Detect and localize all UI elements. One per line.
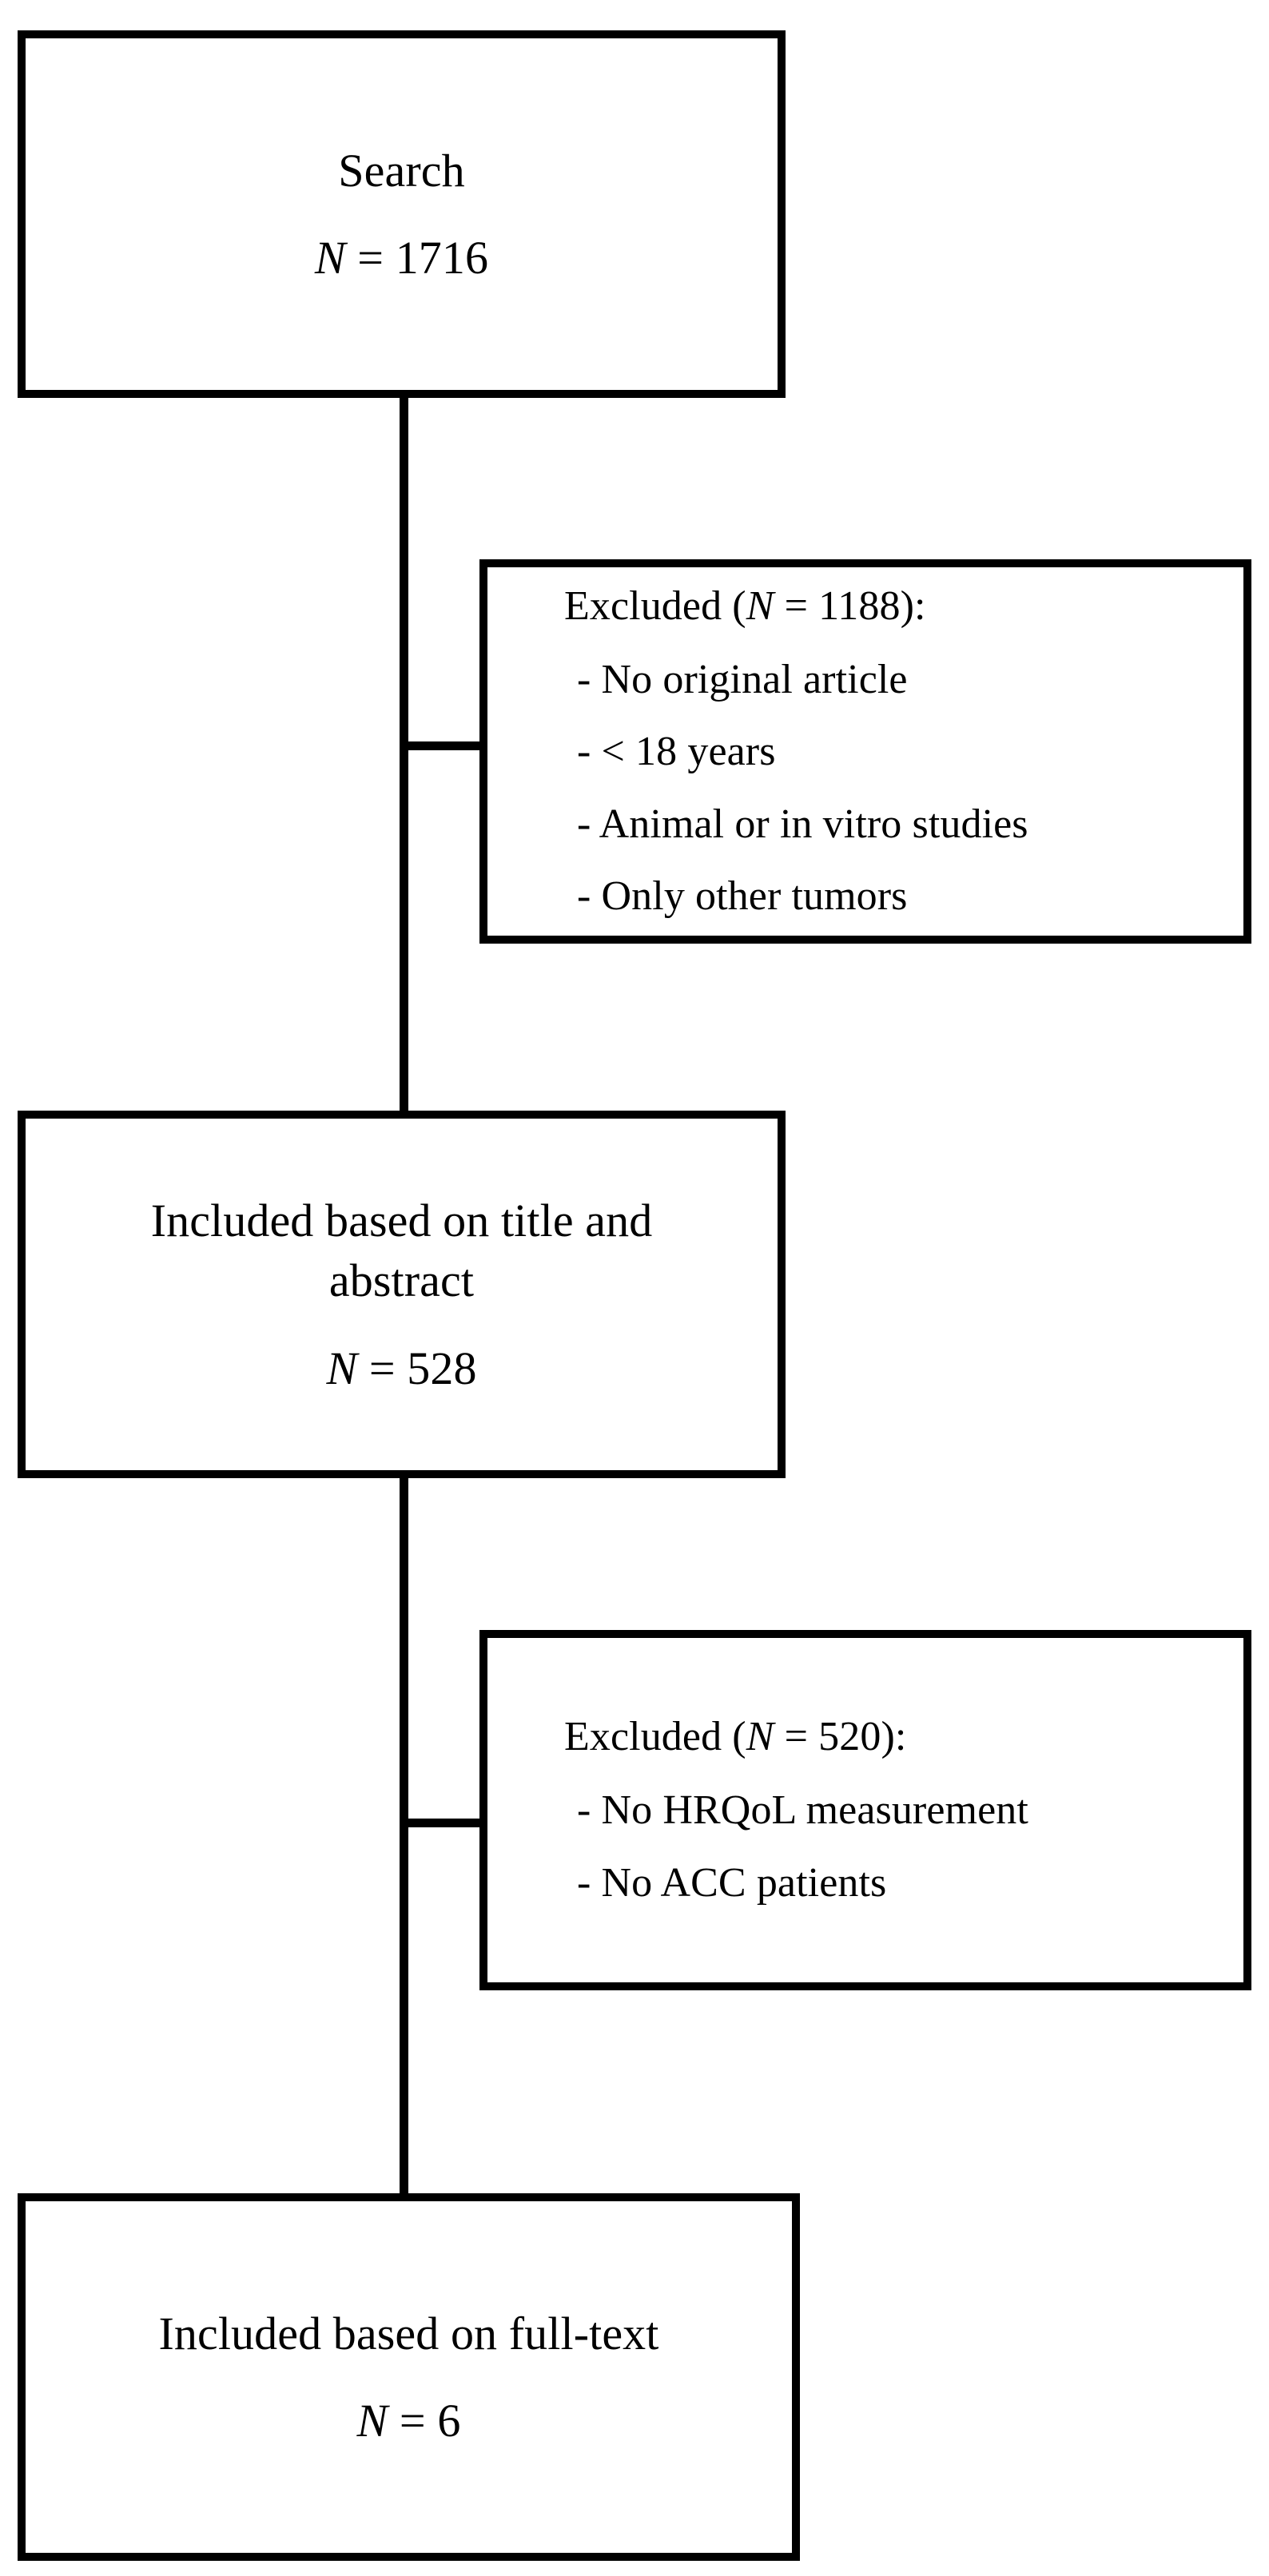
node-excluded-1188-heading-value: 1188: [818, 582, 901, 629]
node-included-abstract-count-value: 528: [407, 1342, 477, 1394]
node-included-fulltext-count-separator: =: [388, 2395, 438, 2447]
node-excluded-1188-reason: - Only other tumors: [577, 873, 908, 920]
node-search-count-separator: =: [345, 232, 396, 284]
node-excluded-520-reason: - No ACC patients: [577, 1859, 887, 1906]
node-included-full-text: Included based on full-text N = 6: [18, 2193, 800, 2561]
node-search-title: Search: [338, 144, 465, 197]
node-excluded-1188-heading: Excluded (N = 1188):: [564, 582, 1028, 631]
node-excluded-520-heading-separator: =: [774, 1713, 819, 1759]
node-excluded-1188-reason: - Animal or in vitro studies: [577, 801, 1028, 847]
node-included-abstract-title-line1: Included based on title and: [150, 1194, 653, 1246]
node-included-abstract-count-separator: =: [357, 1342, 408, 1394]
node-excluded-520-reason: - No HRQoL measurement: [577, 1787, 1028, 1834]
node-excluded-520-heading-symbol: N: [746, 1713, 774, 1759]
node-excluded-520-heading: Excluded (N = 520):: [564, 1712, 1028, 1762]
connector-included-abstract-to-included-fulltext: [400, 1478, 408, 2200]
node-excluded-520-heading-prefix: Excluded (: [564, 1713, 746, 1759]
node-excluded-1188-reason: - No original article: [577, 656, 908, 702]
node-excluded-1188-reason: - < 18 years: [577, 729, 776, 775]
node-included-title-abstract: Included based on title and abstract N =…: [18, 1111, 786, 1478]
connector-search-to-included-abstract: [400, 398, 408, 1117]
node-excluded-1188-body: Excluded (N = 1188): - No original artic…: [487, 582, 1044, 922]
node-included-fulltext-title: Included based on full-text: [158, 2307, 659, 2359]
node-search: Search N = 1716: [18, 30, 786, 398]
node-search-count: N = 1716: [26, 228, 778, 288]
node-excluded-520-heading-value: 520: [818, 1713, 881, 1759]
node-excluded-1188-heading-prefix: Excluded (: [564, 582, 746, 629]
connector-branch-excluded-520: [400, 1819, 486, 1827]
node-excluded-1188-heading-separator: =: [774, 582, 819, 629]
node-included-abstract-title-line2: abstract: [328, 1254, 475, 1307]
node-excluded-full-text: Excluded (N = 520): - No HRQoL measureme…: [479, 1630, 1251, 1990]
node-included-fulltext-count-value: 6: [437, 2395, 461, 2447]
node-excluded-520-body: Excluded (N = 520): - No HRQoL measureme…: [487, 1712, 1044, 1908]
node-excluded-title-abstract: Excluded (N = 1188): - No original artic…: [479, 559, 1251, 944]
node-excluded-1188-heading-suffix: ):: [900, 582, 926, 629]
node-excluded-1188-heading-symbol: N: [746, 582, 774, 629]
node-excluded-520-heading-suffix: ):: [881, 1713, 907, 1759]
connector-branch-excluded-1188: [400, 741, 486, 750]
node-included-abstract-count-symbol: N: [326, 1342, 358, 1394]
node-search-count-symbol: N: [314, 232, 346, 284]
node-search-count-value: 1716: [395, 232, 489, 284]
node-included-abstract-count: N = 528: [26, 1338, 778, 1398]
node-included-fulltext-count-symbol: N: [356, 2395, 388, 2447]
node-included-fulltext-count: N = 6: [26, 2391, 792, 2451]
